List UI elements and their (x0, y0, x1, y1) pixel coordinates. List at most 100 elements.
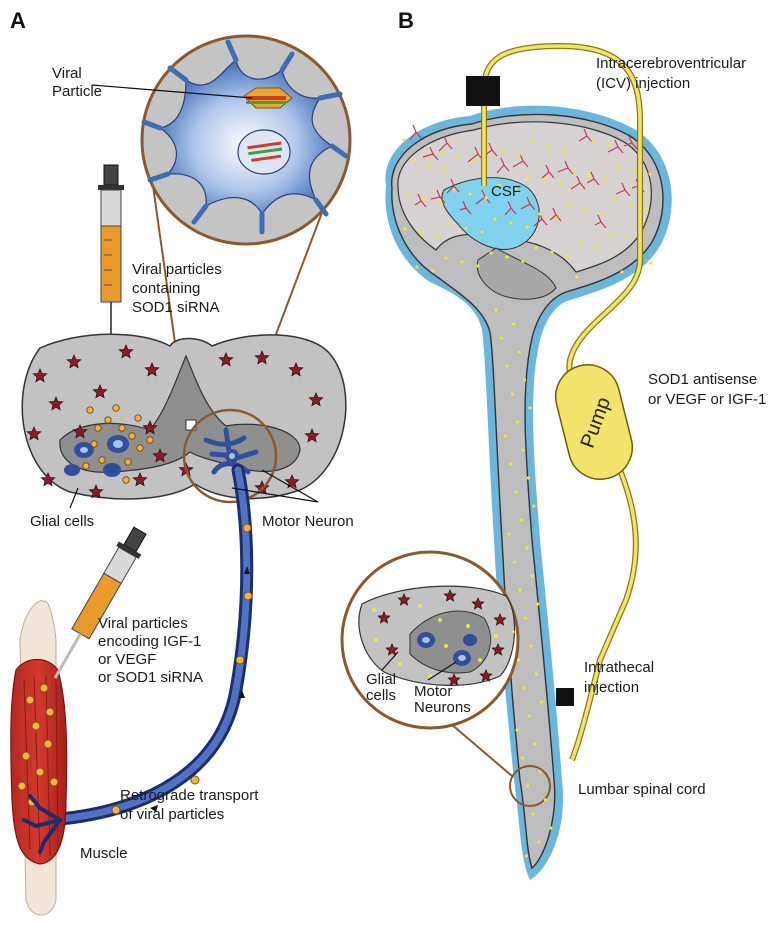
particle (46, 708, 54, 716)
particle (431, 269, 434, 272)
particle (435, 235, 438, 238)
particle (525, 854, 528, 857)
lumbar-label: Lumbar spinal cord (578, 781, 706, 798)
particle (484, 196, 487, 199)
particle (524, 616, 527, 619)
particle (493, 217, 496, 220)
particle (494, 308, 497, 311)
particle (632, 168, 635, 171)
particle (530, 140, 533, 143)
particle (476, 264, 479, 267)
particle (608, 232, 611, 235)
particle (494, 634, 498, 638)
particle (616, 164, 619, 167)
particle (532, 812, 535, 815)
particle (125, 459, 131, 465)
particle (119, 425, 125, 431)
particle (137, 445, 143, 451)
particle (129, 433, 135, 439)
particle (32, 722, 40, 730)
particle (508, 532, 511, 535)
particle (135, 415, 141, 421)
particle (522, 686, 525, 689)
particle (500, 336, 503, 339)
particle (372, 608, 376, 612)
particle (624, 236, 627, 239)
particle (464, 226, 467, 229)
particle (583, 207, 586, 210)
particle (439, 201, 442, 204)
particle (36, 768, 44, 776)
inset-line (444, 718, 512, 776)
particle (50, 778, 58, 786)
particle (113, 405, 119, 411)
particle (537, 840, 540, 843)
particle (649, 261, 652, 264)
particle (546, 144, 549, 147)
top-syringe-label: Viral particles containing SOD1 siRNA (132, 261, 226, 316)
particle (444, 256, 447, 259)
motor-neuron-label: Motor Neuron (262, 513, 354, 530)
particle (544, 798, 547, 801)
particle (423, 197, 426, 200)
particle (575, 275, 578, 278)
particle (518, 588, 521, 591)
particle (571, 169, 574, 172)
particle (505, 364, 508, 367)
csf-label: CSF (491, 183, 521, 200)
particle (567, 203, 570, 206)
particle (44, 740, 52, 748)
particle (526, 784, 529, 787)
muscle (11, 601, 67, 915)
particle (22, 752, 30, 760)
particle (415, 265, 418, 268)
particle (520, 518, 523, 521)
particle (95, 425, 101, 431)
particle (527, 476, 530, 479)
pump-label: SOD1 antisense or VEGF or IGF-1 (648, 371, 766, 408)
particle (603, 177, 606, 180)
particle (521, 448, 524, 451)
particle (515, 728, 518, 731)
particle (411, 159, 414, 162)
particle (374, 638, 378, 642)
glial-cells-label: Glial cells (30, 513, 94, 530)
particle (403, 227, 406, 230)
particle (607, 143, 610, 146)
particle (533, 742, 536, 745)
particle (504, 434, 507, 437)
particle (595, 245, 598, 248)
particle (516, 420, 519, 423)
particle (511, 630, 514, 633)
muscle-label: Muscle (80, 845, 128, 862)
particle (521, 259, 524, 262)
particle (440, 150, 443, 153)
particle (529, 644, 532, 647)
particle (501, 149, 504, 152)
particle (456, 154, 459, 157)
particle (40, 684, 48, 692)
particle (612, 198, 615, 201)
particle (443, 167, 446, 170)
particle (466, 624, 470, 628)
particle (538, 212, 541, 215)
particle (18, 782, 26, 790)
particle (562, 148, 565, 151)
particle (438, 618, 442, 622)
particle (419, 231, 422, 234)
particle (398, 662, 402, 666)
particle (83, 463, 89, 469)
particle (511, 392, 514, 395)
particle (418, 604, 422, 608)
particle (531, 574, 534, 577)
particle (620, 270, 623, 273)
particle (648, 172, 651, 175)
viral-particle-label: Viral Particle (52, 65, 102, 100)
particle (518, 350, 521, 353)
particle (513, 560, 516, 563)
particle (402, 138, 405, 141)
muscle-syringe-label: Viral particles encoding IGF-1 or VEGF o… (98, 615, 206, 686)
particle (87, 407, 93, 413)
particle (644, 206, 647, 209)
